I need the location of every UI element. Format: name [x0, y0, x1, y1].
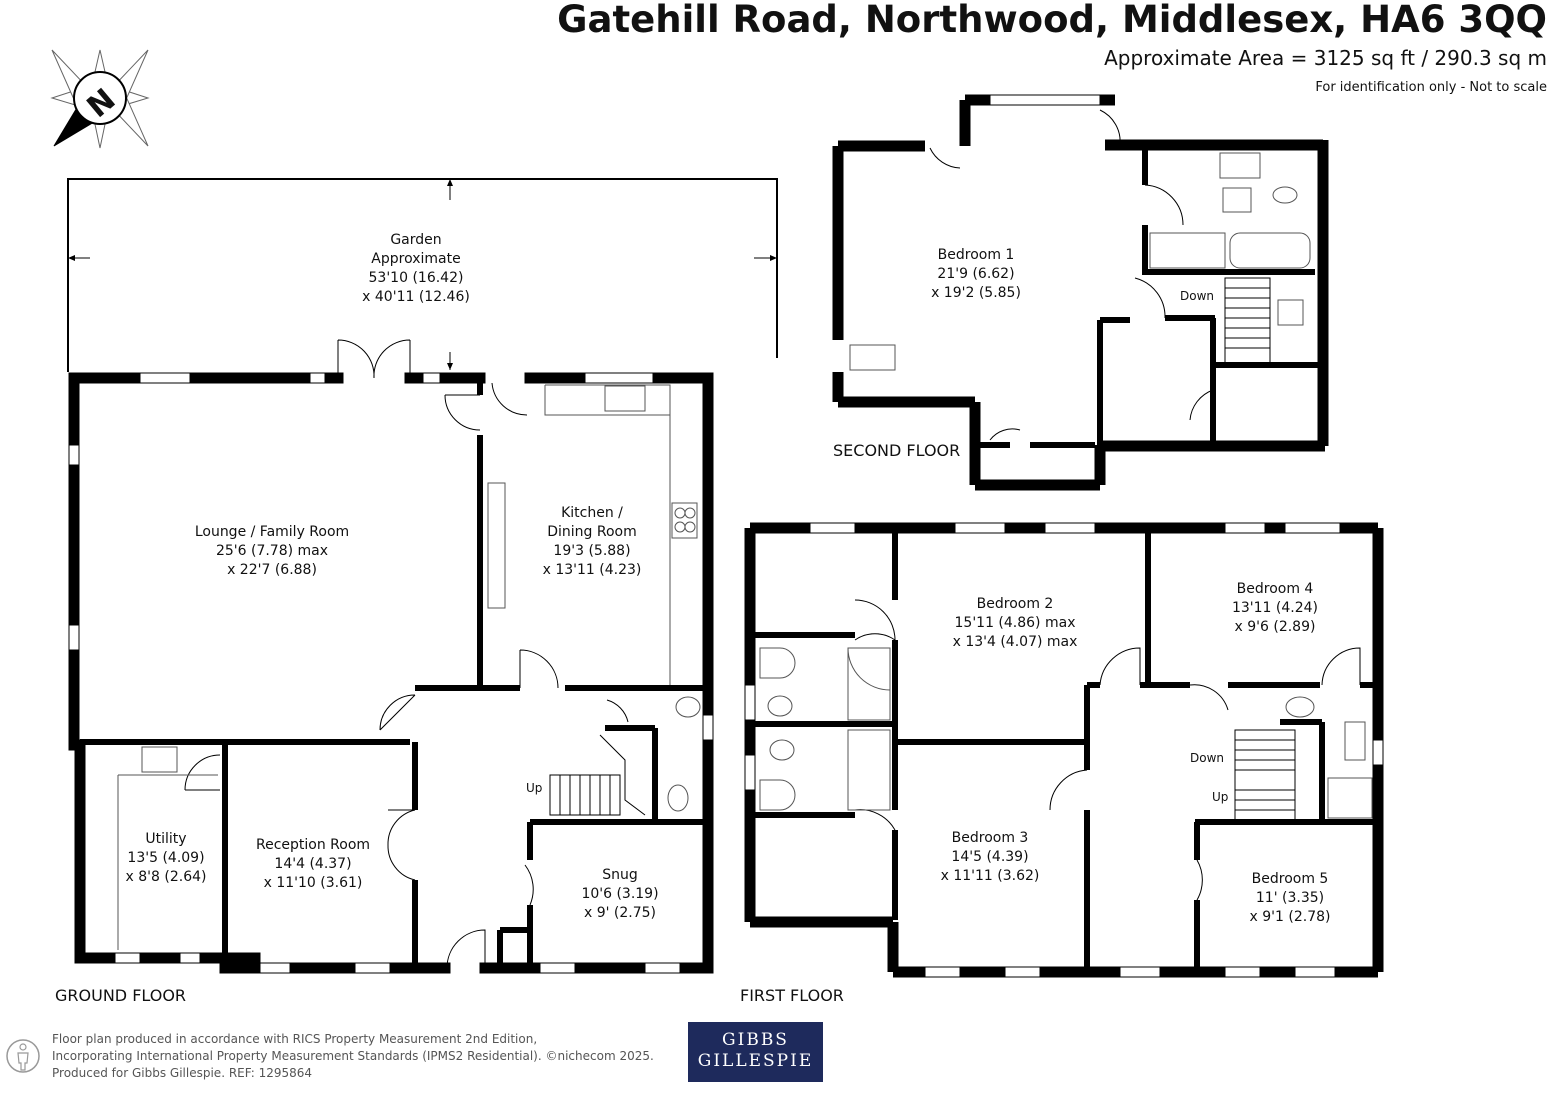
logo-line-2: GILLESPIE	[697, 1051, 814, 1071]
room-sub: Approximate	[371, 251, 461, 267]
room-label-bedroom-3: Bedroom 3 14'5 (4.39) x 11'11 (3.62)	[941, 829, 1040, 886]
room-label-bedroom-2: Bedroom 2 15'11 (4.86) max x 13'4 (4.07)…	[953, 595, 1078, 652]
room-dim: x 9'6 (2.89)	[1234, 619, 1316, 635]
room-name: Snug	[602, 867, 638, 883]
room-dim: x 8'8 (2.64)	[125, 869, 207, 885]
logo-line-1: GIBBS	[722, 1030, 789, 1050]
ground-floor-walls	[68, 372, 714, 974]
compass-north-icon	[50, 49, 150, 149]
disclaimer-text: For identification only - Not to scale	[1315, 80, 1547, 95]
room-dim: 25'6 (7.78) max	[215, 543, 329, 559]
room-dim: 14'4 (4.37)	[274, 856, 352, 872]
room-label-bedroom-4: Bedroom 4 13'11 (4.24) x 9'6 (2.89)	[1232, 580, 1318, 637]
stair-label-up-first: Up	[1212, 790, 1229, 804]
room-label-bedroom-5: Bedroom 5 11' (3.35) x 9'1 (2.78)	[1250, 870, 1331, 927]
room-dim: x 11'11 (3.62)	[940, 868, 1040, 884]
room-name: Bedroom 2	[976, 596, 1054, 612]
room-name: Bedroom 5	[1251, 871, 1329, 887]
room-name: Dining Room	[547, 524, 637, 540]
garden-boundary	[67, 178, 778, 372]
floor-label-ground: GROUND FLOOR	[55, 986, 187, 1005]
room-dim: x 9'1 (2.78)	[1249, 909, 1331, 925]
room-dim: 10'6 (3.19)	[581, 886, 659, 902]
room-label-garden: Garden Approximate 53'10 (16.42) x 40'11…	[362, 231, 470, 307]
footer-line-3: Produced for Gibbs Gillespie. REF: 12958…	[52, 1066, 313, 1080]
first-floor-walls	[744, 522, 1384, 978]
room-name: Bedroom 4	[1236, 581, 1314, 597]
room-label-bedroom-1: Bedroom 1 21'9 (6.62) x 19'2 (5.85)	[931, 246, 1021, 303]
room-label-utility: Utility 13'5 (4.09) x 8'8 (2.64)	[126, 830, 207, 887]
footer-text: Floor plan produced in accordance with R…	[52, 1031, 654, 1082]
room-dim: x 13'11 (4.23)	[542, 562, 642, 578]
room-label-kitchen: Kitchen / Dining Room 19'3 (5.88) x 13'1…	[543, 504, 642, 580]
room-dim: 13'5 (4.09)	[127, 850, 205, 866]
room-dim: 14'5 (4.39)	[951, 849, 1029, 865]
second-floor-interior	[980, 145, 1318, 448]
stairs	[549, 277, 1296, 821]
room-dim: 15'11 (4.86) max	[954, 615, 1076, 631]
ground-floor-interior	[80, 380, 705, 968]
floor-label-second: SECOND FLOOR	[833, 441, 961, 460]
room-label-snug: Snug 10'6 (3.19) x 9' (2.75)	[581, 866, 658, 923]
person-icon	[6, 1039, 40, 1073]
room-dim: 13'11 (4.24)	[1231, 600, 1319, 616]
second-floor-walls	[832, 94, 1329, 491]
stair-label-down-first: Down	[1190, 751, 1225, 765]
room-name: Bedroom 1	[937, 247, 1015, 263]
room-name: Lounge / Family Room	[194, 524, 350, 540]
room-name: Reception Room	[255, 837, 371, 853]
room-dim: x 19'2 (5.85)	[931, 285, 1021, 301]
floor-label-first: FIRST FLOOR	[740, 986, 844, 1005]
room-name: Bedroom 3	[951, 830, 1029, 846]
footer-line-1: Floor plan produced in accordance with R…	[52, 1032, 538, 1046]
first-floor-interior	[755, 530, 1375, 970]
room-label-lounge: Lounge / Family Room 25'6 (7.78) max x 2…	[195, 523, 349, 580]
room-dim: x 40'11 (12.46)	[362, 289, 470, 305]
stair-label-up-ground: Up	[526, 781, 543, 795]
approximate-area: Approximate Area = 3125 sq ft / 290.3 sq…	[1104, 46, 1547, 70]
windows	[68, 94, 1384, 978]
fixtures	[117, 152, 1373, 950]
room-dim: 11' (3.35)	[1255, 890, 1325, 906]
room-name: Garden	[390, 232, 442, 248]
room-dim: 19'3 (5.88)	[553, 543, 631, 559]
room-dim: x 11'10 (3.61)	[263, 875, 363, 891]
footer-line-2: Incorporating International Property Mea…	[52, 1049, 654, 1063]
room-dim: 21'9 (6.62)	[937, 266, 1015, 282]
room-dim: x 13'4 (4.07) max	[952, 634, 1078, 650]
room-name: Kitchen /	[561, 505, 623, 521]
property-address: Gatehill Road, Northwood, Middlesex, HA6…	[557, 0, 1547, 41]
room-label-reception: Reception Room 14'4 (4.37) x 11'10 (3.61…	[256, 836, 370, 893]
room-dim: 53'10 (16.42)	[368, 270, 464, 286]
room-dim: x 22'7 (6.88)	[227, 562, 317, 578]
stair-label-down-second: Down	[1180, 289, 1215, 303]
gibbs-gillespie-logo: GIBBS GILLESPIE	[688, 1022, 823, 1082]
room-name: Utility	[145, 831, 187, 847]
room-dim: x 9' (2.75)	[583, 905, 657, 921]
